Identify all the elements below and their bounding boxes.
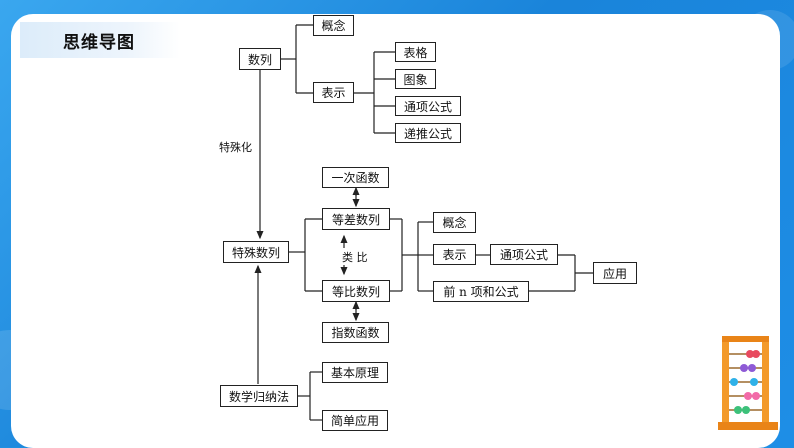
node-sequence: 数列 — [239, 48, 281, 70]
node-graph: 图象 — [395, 69, 436, 89]
page-title: 思维导图 — [63, 33, 135, 53]
node-recursive-formula: 递推公式 — [395, 123, 461, 143]
node-application: 应用 — [593, 262, 637, 284]
node-general-formula: 通项公式 — [395, 96, 461, 116]
node-concept-2: 概念 — [433, 212, 476, 233]
node-representation: 表示 — [313, 82, 354, 103]
node-special-sequence: 特殊数列 — [223, 241, 289, 263]
node-concept: 概念 — [313, 15, 354, 36]
node-geometric-sequence: 等比数列 — [322, 280, 390, 302]
node-table: 表格 — [395, 42, 436, 62]
edge-label-specialization: 特殊化 — [219, 141, 252, 154]
abacus-icon — [718, 336, 778, 430]
node-simple-application: 简单应用 — [322, 410, 388, 431]
node-general-formula-2: 通项公式 — [490, 244, 558, 265]
node-basic-principle: 基本原理 — [322, 362, 388, 383]
node-exponential-function: 指数函数 — [322, 322, 389, 343]
node-representation-2: 表示 — [433, 244, 476, 265]
node-linear-function: 一次函数 — [322, 167, 389, 188]
node-mathematical-induction: 数学归纳法 — [220, 385, 298, 407]
title-tab — [20, 22, 180, 58]
node-arithmetic-sequence: 等差数列 — [322, 208, 390, 230]
node-sum-formula: 前 n 项和公式 — [433, 281, 529, 302]
edge-label-analogy: 类 比 — [340, 249, 370, 265]
